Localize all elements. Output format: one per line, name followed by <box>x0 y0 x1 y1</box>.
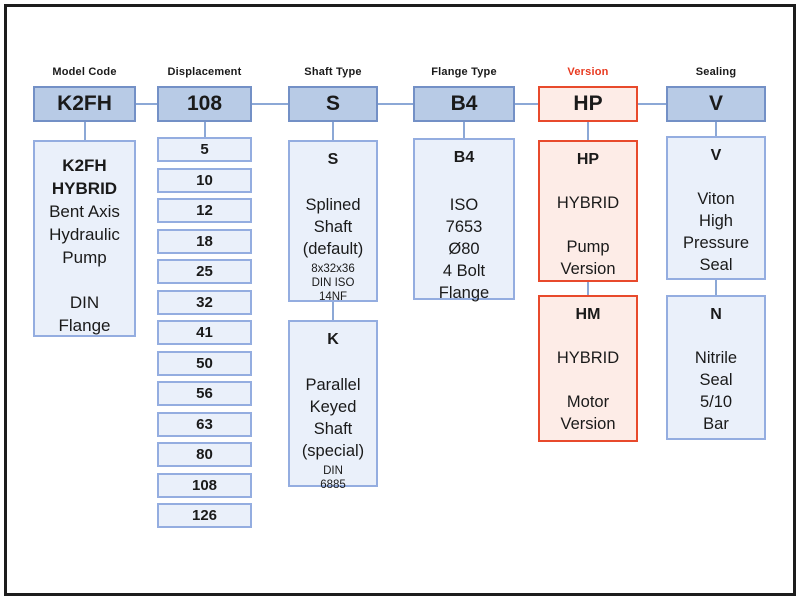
version-hm-line: Motor <box>566 393 610 411</box>
flange-b4-line: Ø80 <box>448 240 480 258</box>
shaft-s-line: Splined <box>305 196 361 214</box>
version-hm-line: Version <box>560 415 616 433</box>
shaft-k-line: Shaft <box>313 420 353 438</box>
version-hm-line: HYBRID <box>556 349 620 367</box>
seal-n-line: Bar <box>703 415 729 433</box>
seal-n-line: 5/10 <box>699 393 733 411</box>
column-label-model-code: Model Code <box>52 66 117 78</box>
column-label-sealing: Sealing <box>695 66 737 78</box>
seal-v-line: Pressure <box>682 234 750 252</box>
model-detail-title-2: HYBRID <box>51 179 118 198</box>
version-hp-detail-box: HP HYBRID Pump Version <box>538 140 638 282</box>
shaft-s-code: S <box>327 151 339 168</box>
connector-line <box>515 103 538 105</box>
connector-line <box>587 282 589 295</box>
version-hp-line: HYBRID <box>556 194 620 212</box>
seal-v-line: Viton <box>697 190 735 208</box>
flange-b4-line: Flange <box>438 284 490 302</box>
connector-line <box>378 103 413 105</box>
column-label-flange-type: Flange Type <box>431 66 497 78</box>
shaft-s-line: Shaft <box>313 218 353 236</box>
shaft-s-small-line: 14NF <box>318 291 348 303</box>
displacement-option: 32 <box>157 290 252 315</box>
seal-v-code: V <box>710 147 722 164</box>
flange-b4-code: B4 <box>453 149 475 166</box>
connector-line <box>332 302 334 320</box>
displacement-option: 56 <box>157 381 252 406</box>
displacement-option: 25 <box>157 259 252 284</box>
shaft-k-code: K <box>327 331 339 348</box>
version-hp-line: Pump <box>566 238 610 256</box>
displacement-option: 41 <box>157 320 252 345</box>
version-hm-code: HM <box>575 306 601 323</box>
flange-b4-line: ISO <box>449 196 479 214</box>
connector-line <box>715 280 717 295</box>
sealing-box: V <box>666 86 766 122</box>
seal-v-line: High <box>699 212 733 230</box>
shaft-k-line: (special) <box>301 442 365 460</box>
displacement-box: 108 <box>157 86 252 122</box>
model-detail-line: DIN <box>69 293 100 312</box>
displacement-option: 108 <box>157 473 252 498</box>
flange-type-box: B4 <box>413 86 515 122</box>
model-code-detail-box: K2FH HYBRID Bent Axis Hydraulic Pump DIN… <box>33 140 136 337</box>
shaft-s-small-line: 8x32x36 <box>311 263 355 275</box>
version-hp-line: Version <box>560 260 616 278</box>
seal-v-line: Seal <box>699 256 733 274</box>
connector-line <box>136 103 157 105</box>
connector-line <box>638 103 666 105</box>
model-code-box: K2FH <box>33 86 136 122</box>
shaft-k-line: Keyed <box>309 398 357 416</box>
displacement-option: 5 <box>157 137 252 162</box>
displacement-option: 63 <box>157 412 252 437</box>
model-detail-line: Bent Axis <box>49 202 120 221</box>
version-hp-code: HP <box>576 151 600 168</box>
column-label-displacement: Displacement <box>167 66 242 78</box>
version-hm-detail-box: HM HYBRID Motor Version <box>538 295 638 442</box>
displacement-option: 80 <box>157 442 252 467</box>
spacer <box>35 269 134 291</box>
model-detail-line: Pump <box>62 248 107 267</box>
column-label-shaft-type: Shaft Type <box>304 66 362 78</box>
diagram-frame <box>4 4 796 596</box>
shaft-k-small-line: DIN <box>323 465 343 477</box>
shaft-k-detail-box: K Parallel Keyed Shaft (special) DIN 688… <box>288 320 378 491</box>
flange-b4-line: 4 Bolt <box>442 262 486 280</box>
displacement-option: 12 <box>157 198 252 223</box>
connector-line <box>715 122 717 136</box>
flange-b4-detail-box: B4 ISO 7653 Ø80 4 Bolt Flange <box>413 138 515 302</box>
shaft-k-line: Parallel <box>305 376 361 394</box>
model-detail-title-1: K2FH <box>62 156 107 175</box>
displacement-option: 18 <box>157 229 252 254</box>
flange-b4-line: 7653 <box>445 218 483 236</box>
seal-n-line: Seal <box>699 371 733 389</box>
shaft-type-box: S <box>288 86 378 122</box>
connector-line <box>587 122 589 140</box>
displacement-option: 50 <box>157 351 252 376</box>
seal-n-code: N <box>710 306 722 323</box>
seal-n-detail-box: N Nitrile Seal 5/10 Bar <box>666 295 766 440</box>
connector-line <box>204 122 206 137</box>
column-label-version: Version <box>567 66 609 78</box>
seal-n-line: Nitrile <box>694 349 738 367</box>
shaft-s-line: (default) <box>302 240 364 258</box>
model-detail-line: Flange <box>58 316 111 335</box>
shaft-k-small-line: 6885 <box>320 479 346 491</box>
connector-line <box>252 103 288 105</box>
displacement-option: 126 <box>157 503 252 528</box>
connector-line <box>463 122 465 138</box>
connector-line <box>84 122 86 140</box>
seal-v-detail-box: V Viton High Pressure Seal <box>666 136 766 280</box>
model-detail-line: Hydraulic <box>49 225 120 244</box>
shaft-s-detail-box: S Splined Shaft (default) 8x32x36 DIN IS… <box>288 140 378 303</box>
connector-line <box>332 122 334 140</box>
shaft-s-small-line: DIN ISO <box>311 277 355 289</box>
version-box: HP <box>538 86 638 122</box>
displacement-option: 10 <box>157 168 252 193</box>
